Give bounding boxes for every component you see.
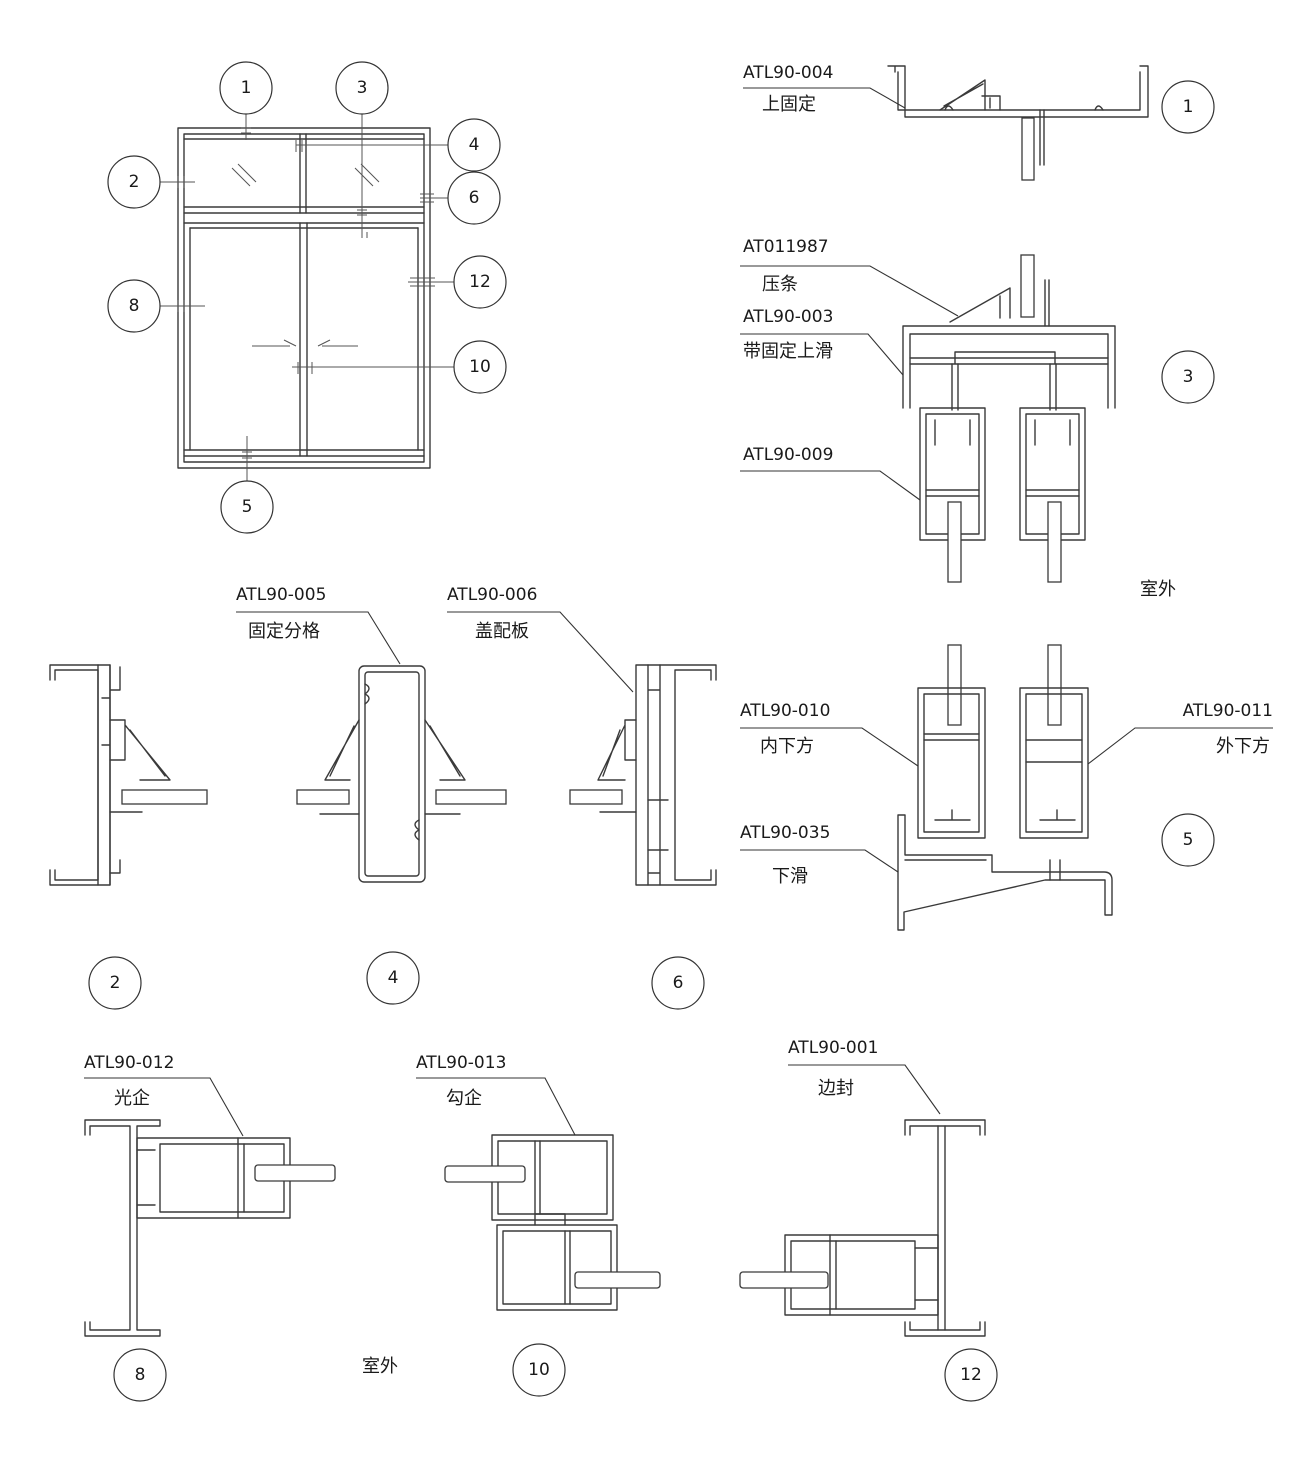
marker-section-2: 2 [88, 956, 142, 1010]
section-3-top-slide: AT011987 压条 ATL90-003 带固定上滑 ATL90-009 室外… [740, 237, 1215, 600]
marker-section-6: 6 [651, 956, 705, 1010]
svg-text:盖配板: 盖配板 [475, 621, 529, 642]
svg-text:ATL90-006: ATL90-006 [447, 585, 537, 605]
section-5-bottom-slide: ATL90-010 内下方 ATL90-011 外下方 ATL90-035 下滑… [740, 644, 1273, 931]
svg-text:12: 12 [469, 272, 491, 292]
svg-text:ATL90-010: ATL90-010 [740, 701, 830, 721]
section-8-flat-interlock: ATL90-012 光企 8 [84, 1053, 336, 1402]
section-4-fixed-mullion: ATL90-005 固定分格 4 [236, 585, 507, 1005]
marker-5: 5 [220, 480, 274, 534]
svg-text:ATL90-009: ATL90-009 [743, 445, 833, 465]
svg-text:1: 1 [241, 78, 252, 98]
svg-text:8: 8 [129, 296, 140, 316]
marker-6: 6 [447, 171, 501, 225]
marker-12: 12 [453, 255, 507, 309]
svg-text:ATL90-013: ATL90-013 [416, 1053, 506, 1073]
svg-text:压条: 压条 [762, 274, 798, 295]
svg-text:AT011987: AT011987 [743, 237, 829, 257]
svg-text:ATL90-001: ATL90-001 [788, 1038, 878, 1058]
marker-section-12: 12 [944, 1348, 998, 1402]
svg-text:ATL90-012: ATL90-012 [84, 1053, 174, 1073]
svg-text:ATL90-005: ATL90-005 [236, 585, 326, 605]
marker-10: 10 [453, 340, 507, 394]
section-2-side-fixed [49, 664, 208, 886]
svg-text:外下方: 外下方 [1216, 736, 1270, 757]
window-elevation: 1 3 4 2 6 12 8 10 5 [107, 61, 507, 534]
marker-section-8: 8 [113, 1348, 167, 1402]
svg-text:ATL90-011: ATL90-011 [1183, 701, 1273, 721]
svg-text:光企: 光企 [114, 1088, 150, 1109]
marker-1: 1 [219, 61, 273, 115]
svg-text:ATL90-004: ATL90-004 [743, 63, 833, 83]
svg-text:内下方: 内下方 [760, 736, 814, 757]
svg-text:固定分格: 固定分格 [248, 621, 320, 642]
svg-text:勾企: 勾企 [446, 1088, 482, 1109]
svg-text:1: 1 [1183, 97, 1194, 117]
svg-text:6: 6 [673, 973, 684, 993]
svg-text:4: 4 [469, 135, 480, 155]
section-10-hook-interlock: ATL90-013 勾企 室外 10 [362, 1053, 661, 1397]
svg-text:3: 3 [357, 78, 368, 98]
svg-text:下滑: 下滑 [772, 866, 808, 887]
marker-8: 8 [107, 279, 161, 333]
marker-3: 3 [335, 61, 389, 115]
svg-text:边封: 边封 [818, 1078, 854, 1099]
marker-section-1: 1 [1161, 80, 1215, 134]
svg-text:5: 5 [242, 497, 253, 517]
svg-text:ATL90-035: ATL90-035 [740, 823, 830, 843]
svg-text:8: 8 [135, 1365, 146, 1385]
marker-section-3: 3 [1161, 350, 1215, 404]
svg-text:5: 5 [1183, 830, 1194, 850]
marker-section-10: 10 [512, 1343, 566, 1397]
marker-section-4: 4 [366, 951, 420, 1005]
svg-text:ATL90-003: ATL90-003 [743, 307, 833, 327]
svg-text:6: 6 [469, 188, 480, 208]
svg-text:2: 2 [110, 973, 121, 993]
svg-text:2: 2 [129, 172, 140, 192]
marker-2: 2 [107, 155, 161, 209]
marker-section-5: 5 [1161, 813, 1215, 867]
svg-text:室外: 室外 [1140, 579, 1176, 600]
svg-text:10: 10 [469, 357, 491, 377]
marker-4: 4 [447, 118, 501, 172]
svg-text:上固定: 上固定 [762, 94, 816, 115]
svg-text:带固定上滑: 带固定上滑 [743, 341, 833, 362]
section-1-top-fixed: ATL90-004 上固定 1 [743, 63, 1215, 181]
section-6-cover-plate: ATL90-006 盖配板 6 [447, 585, 717, 1010]
svg-text:4: 4 [388, 968, 399, 988]
section-12-side-seal: ATL90-001 边封 12 [739, 1038, 998, 1402]
svg-text:3: 3 [1183, 367, 1194, 387]
svg-text:室外: 室外 [362, 1356, 398, 1377]
svg-text:10: 10 [528, 1360, 550, 1380]
svg-text:12: 12 [960, 1365, 982, 1385]
